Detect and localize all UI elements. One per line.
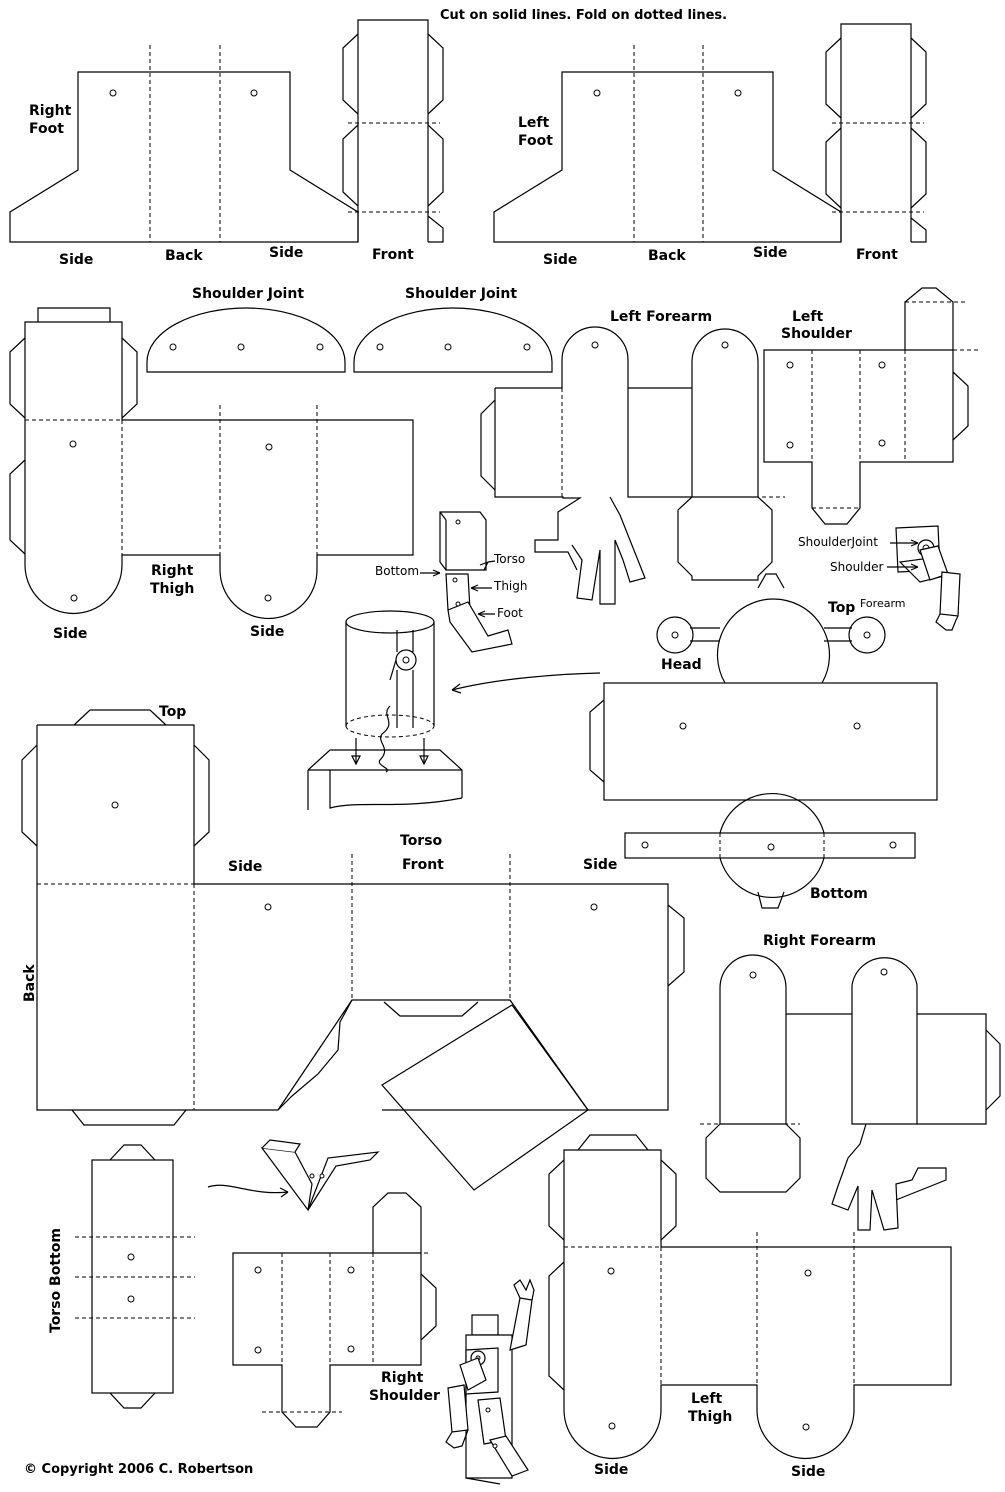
right-thigh-side-a-label: Side — [53, 626, 88, 642]
left-shoulder-label-2: Shoulder — [781, 326, 852, 342]
leg-diagram-torso-label: Torso — [494, 552, 526, 566]
head-top-label: Top — [828, 600, 856, 616]
shoulder-joint-piece-2 — [353, 307, 553, 373]
left-foot-back-label: Back — [648, 248, 686, 264]
head-piece — [589, 573, 938, 909]
assembled-robot-diagram — [445, 1278, 535, 1485]
right-thigh-piece — [9, 307, 414, 620]
torso-side-b-label: Side — [583, 857, 618, 873]
left-shoulder-piece — [763, 287, 978, 525]
right-foot-side-a-label: Side — [59, 252, 94, 268]
right-thigh-label-2: Thigh — [150, 581, 195, 597]
left-foot-title-2: Foot — [518, 133, 553, 149]
arm-diagram-forearm-label: Forearm — [860, 597, 906, 610]
torso-front-label: Front — [402, 857, 444, 873]
arm-diagram-shoulder-label: Shoulder — [830, 560, 884, 574]
right-foot-title-2: Foot — [29, 121, 64, 137]
left-foot-side-a-label: Side — [543, 252, 578, 268]
right-forearm-label: Right Forearm — [763, 933, 877, 949]
left-shoulder-label-1: Left — [792, 309, 824, 325]
right-foot-title-1: Right — [29, 103, 72, 119]
leg-diagram-thigh-label: Thigh — [494, 579, 528, 593]
arm-diagram-shoulder-joint-label: ShoulderJoint — [798, 535, 878, 549]
instructions-text: Cut on solid lines. Fold on dotted lines… — [440, 8, 728, 23]
right-thigh-label-1: Right — [151, 563, 194, 579]
torso-back-label: Back — [22, 964, 38, 1002]
arm-assembly-diagram — [887, 525, 961, 631]
right-shoulder-piece — [232, 1192, 437, 1428]
right-shoulder-label-1: Right — [381, 1370, 424, 1386]
right-thigh-side-b-label: Side — [250, 624, 285, 640]
v-fold-diagram — [207, 1139, 380, 1212]
leg-assembly-diagram — [420, 511, 513, 653]
right-foot-piece — [9, 19, 444, 243]
torso-bottom-label: Torso Bottom — [48, 1228, 64, 1333]
left-forearm-label: Left Forearm — [610, 309, 713, 325]
right-shoulder-label-2: Shoulder — [369, 1388, 440, 1404]
left-forearm-piece — [480, 326, 785, 605]
leg-diagram-bottom-label: Bottom — [375, 564, 420, 578]
left-thigh-label-1: Left — [691, 1391, 723, 1407]
left-foot-front-label: Front — [856, 247, 898, 263]
left-foot-piece — [493, 23, 927, 243]
base-stand-diagram — [307, 610, 601, 810]
torso-title-label: Torso — [400, 833, 443, 849]
torso-top-label: Top — [159, 704, 187, 720]
head-bottom-label: Bottom — [810, 886, 868, 902]
left-foot-title-1: Left — [518, 115, 550, 131]
left-foot-side-b-label: Side — [753, 245, 788, 261]
torso-side-a-label: Side — [228, 859, 263, 875]
left-thigh-piece — [548, 1134, 952, 1460]
shoulder-joint-2-label: Shoulder Joint — [405, 286, 518, 302]
shoulder-joint-piece-1 — [146, 307, 346, 373]
shoulder-joint-1-label: Shoulder Joint — [192, 286, 305, 302]
torso-piece — [21, 709, 685, 1191]
copyright-text: © Copyright 2006 C. Robertson — [24, 1462, 254, 1477]
right-forearm-piece — [700, 954, 1001, 1231]
left-thigh-label-2: Thigh — [688, 1409, 733, 1425]
torso-bottom-piece — [75, 1144, 195, 1409]
right-foot-front-label: Front — [372, 247, 414, 263]
leg-diagram-foot-label: Foot — [497, 606, 523, 620]
left-thigh-side-b-label: Side — [791, 1464, 826, 1480]
right-foot-side-b-label: Side — [269, 245, 304, 261]
head-label: Head — [661, 657, 702, 673]
right-foot-back-label: Back — [165, 248, 203, 264]
left-thigh-side-a-label: Side — [594, 1462, 629, 1478]
